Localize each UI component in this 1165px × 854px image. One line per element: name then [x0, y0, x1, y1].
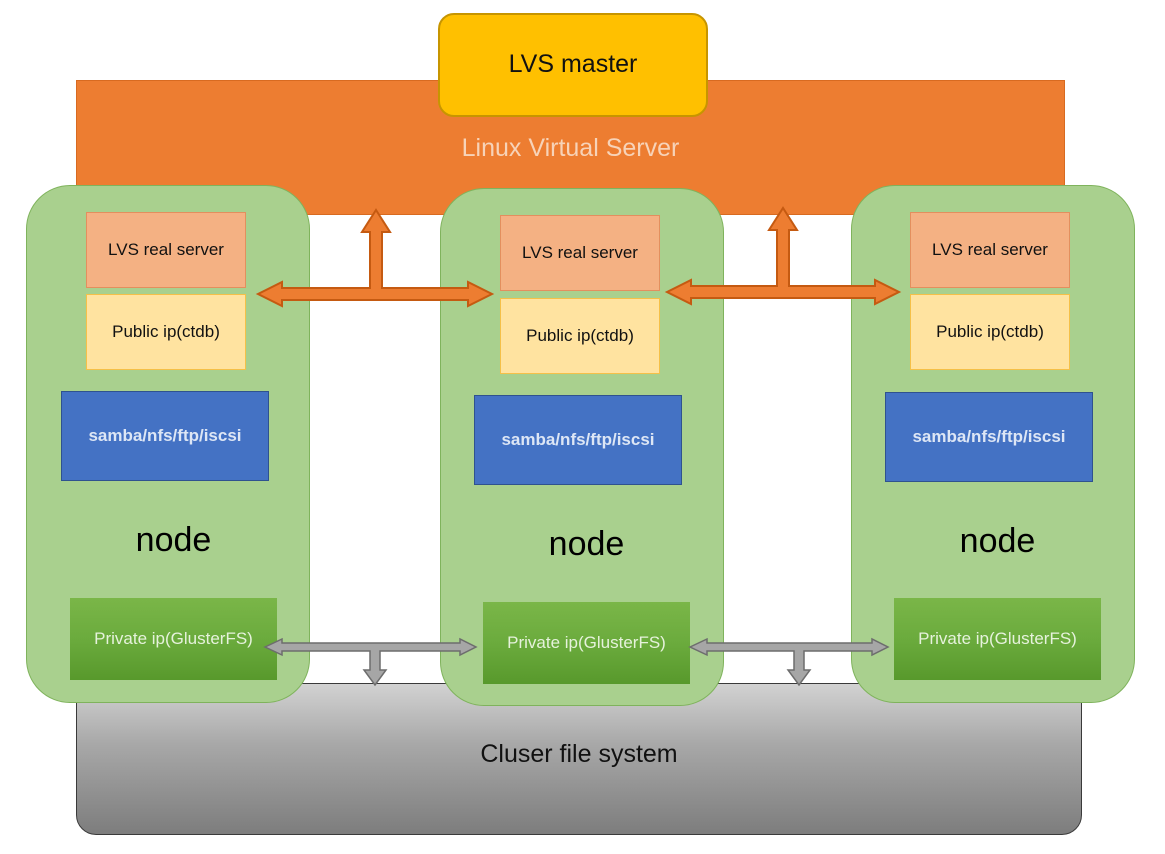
node-2-title: node [548, 525, 625, 563]
storage-connector-arrow-left [263, 637, 478, 687]
cluster-file-system-label: Cluser file system [480, 740, 678, 768]
node-3-private-ip: Private ip(GlusterFS) [894, 598, 1101, 680]
lvs-connector-arrow-right [664, 206, 902, 306]
node-3-lvs-real-server: LVS real server [910, 212, 1070, 288]
node-3-services: samba/nfs/ftp/iscsi [885, 392, 1093, 482]
node-1-title: node [135, 521, 212, 559]
node-3-title: node [959, 522, 1036, 560]
linux-virtual-server-label: Linux Virtual Server [461, 134, 680, 162]
node-2-lvs-real-server: LVS real server [500, 215, 660, 291]
lvs-connector-arrow-left [255, 208, 495, 308]
node-1-lvs-real-server: LVS real server [86, 212, 246, 288]
lvs-master: LVS master [438, 13, 708, 117]
node-2-services: samba/nfs/ftp/iscsi [474, 395, 682, 485]
node-3-public-ip: Public ip(ctdb) [910, 294, 1070, 370]
node-1-services: samba/nfs/ftp/iscsi [61, 391, 269, 481]
storage-connector-arrow-right [688, 637, 890, 687]
node-1-public-ip: Public ip(ctdb) [86, 294, 246, 370]
cluster-file-system [76, 683, 1082, 835]
node-1-private-ip: Private ip(GlusterFS) [70, 598, 277, 680]
node-2-public-ip: Public ip(ctdb) [500, 298, 660, 374]
node-2-private-ip: Private ip(GlusterFS) [483, 602, 690, 684]
